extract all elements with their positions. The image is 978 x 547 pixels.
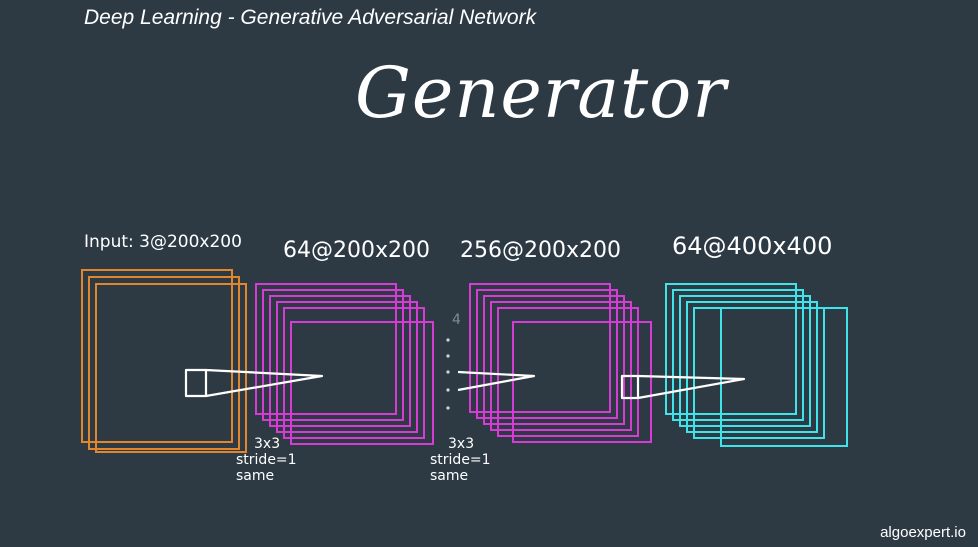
input-feature-stack bbox=[81, 269, 247, 453]
layer2-map-1 bbox=[469, 283, 611, 413]
conv2-stride: stride=1 bbox=[430, 452, 491, 468]
conv1-stride: stride=1 bbox=[236, 452, 297, 468]
conv2-padding: same bbox=[430, 468, 469, 484]
conv-params-2: 3x3 stride=1 same bbox=[430, 436, 491, 484]
layer3-map-2 bbox=[672, 289, 804, 421]
lecture-header: Deep Learning - Generative Adversarial N… bbox=[84, 6, 537, 29]
ellipsis-number: 4 bbox=[452, 312, 461, 328]
layer-ellipsis bbox=[446, 338, 450, 410]
input-map-1 bbox=[81, 269, 233, 443]
layer1-map-6 bbox=[290, 321, 434, 445]
layer3-map-4 bbox=[686, 301, 818, 433]
deconv-kernel-arrow-3 bbox=[620, 374, 746, 400]
layer1-map-4 bbox=[276, 301, 418, 433]
layer2-map-2 bbox=[476, 289, 618, 419]
brand-footer: algoexpert.io bbox=[880, 524, 966, 541]
layer2-map-6 bbox=[512, 321, 652, 443]
layer2-map-3 bbox=[483, 295, 625, 425]
conv-kernel-arrow-2 bbox=[457, 370, 536, 392]
conv1-padding: same bbox=[236, 468, 275, 484]
layer3-map-3 bbox=[679, 295, 811, 427]
layer2-map-5 bbox=[497, 307, 639, 437]
layer1-feature-stack bbox=[255, 283, 434, 445]
layer2-feature-stack bbox=[469, 283, 652, 443]
conv2-kernel: 3x3 bbox=[448, 436, 475, 452]
layer1-map-2 bbox=[262, 289, 404, 421]
generator-title: Generator bbox=[355, 52, 727, 134]
conv1-kernel: 3x3 bbox=[254, 436, 281, 452]
layer2-map-4 bbox=[490, 301, 632, 431]
layer3-map-6 bbox=[720, 307, 848, 447]
conv-kernel-arrow-1 bbox=[184, 368, 324, 398]
layer1-map-3 bbox=[269, 295, 411, 427]
input-layer-label: Input: 3@200x200 bbox=[84, 232, 242, 252]
conv-params-1: 3x3 stride=1 same bbox=[236, 436, 297, 484]
layer1-label: 64@200x200 bbox=[283, 238, 430, 263]
input-map-2 bbox=[88, 276, 240, 450]
layer1-map-1 bbox=[255, 283, 397, 415]
input-map-3 bbox=[95, 283, 247, 453]
layer2-label: 256@200x200 bbox=[460, 238, 621, 263]
layer3-feature-stack bbox=[665, 283, 848, 447]
layer3-map-1 bbox=[665, 283, 797, 415]
layer3-label: 64@400x400 bbox=[672, 232, 833, 260]
layer3-map-5 bbox=[693, 307, 825, 439]
